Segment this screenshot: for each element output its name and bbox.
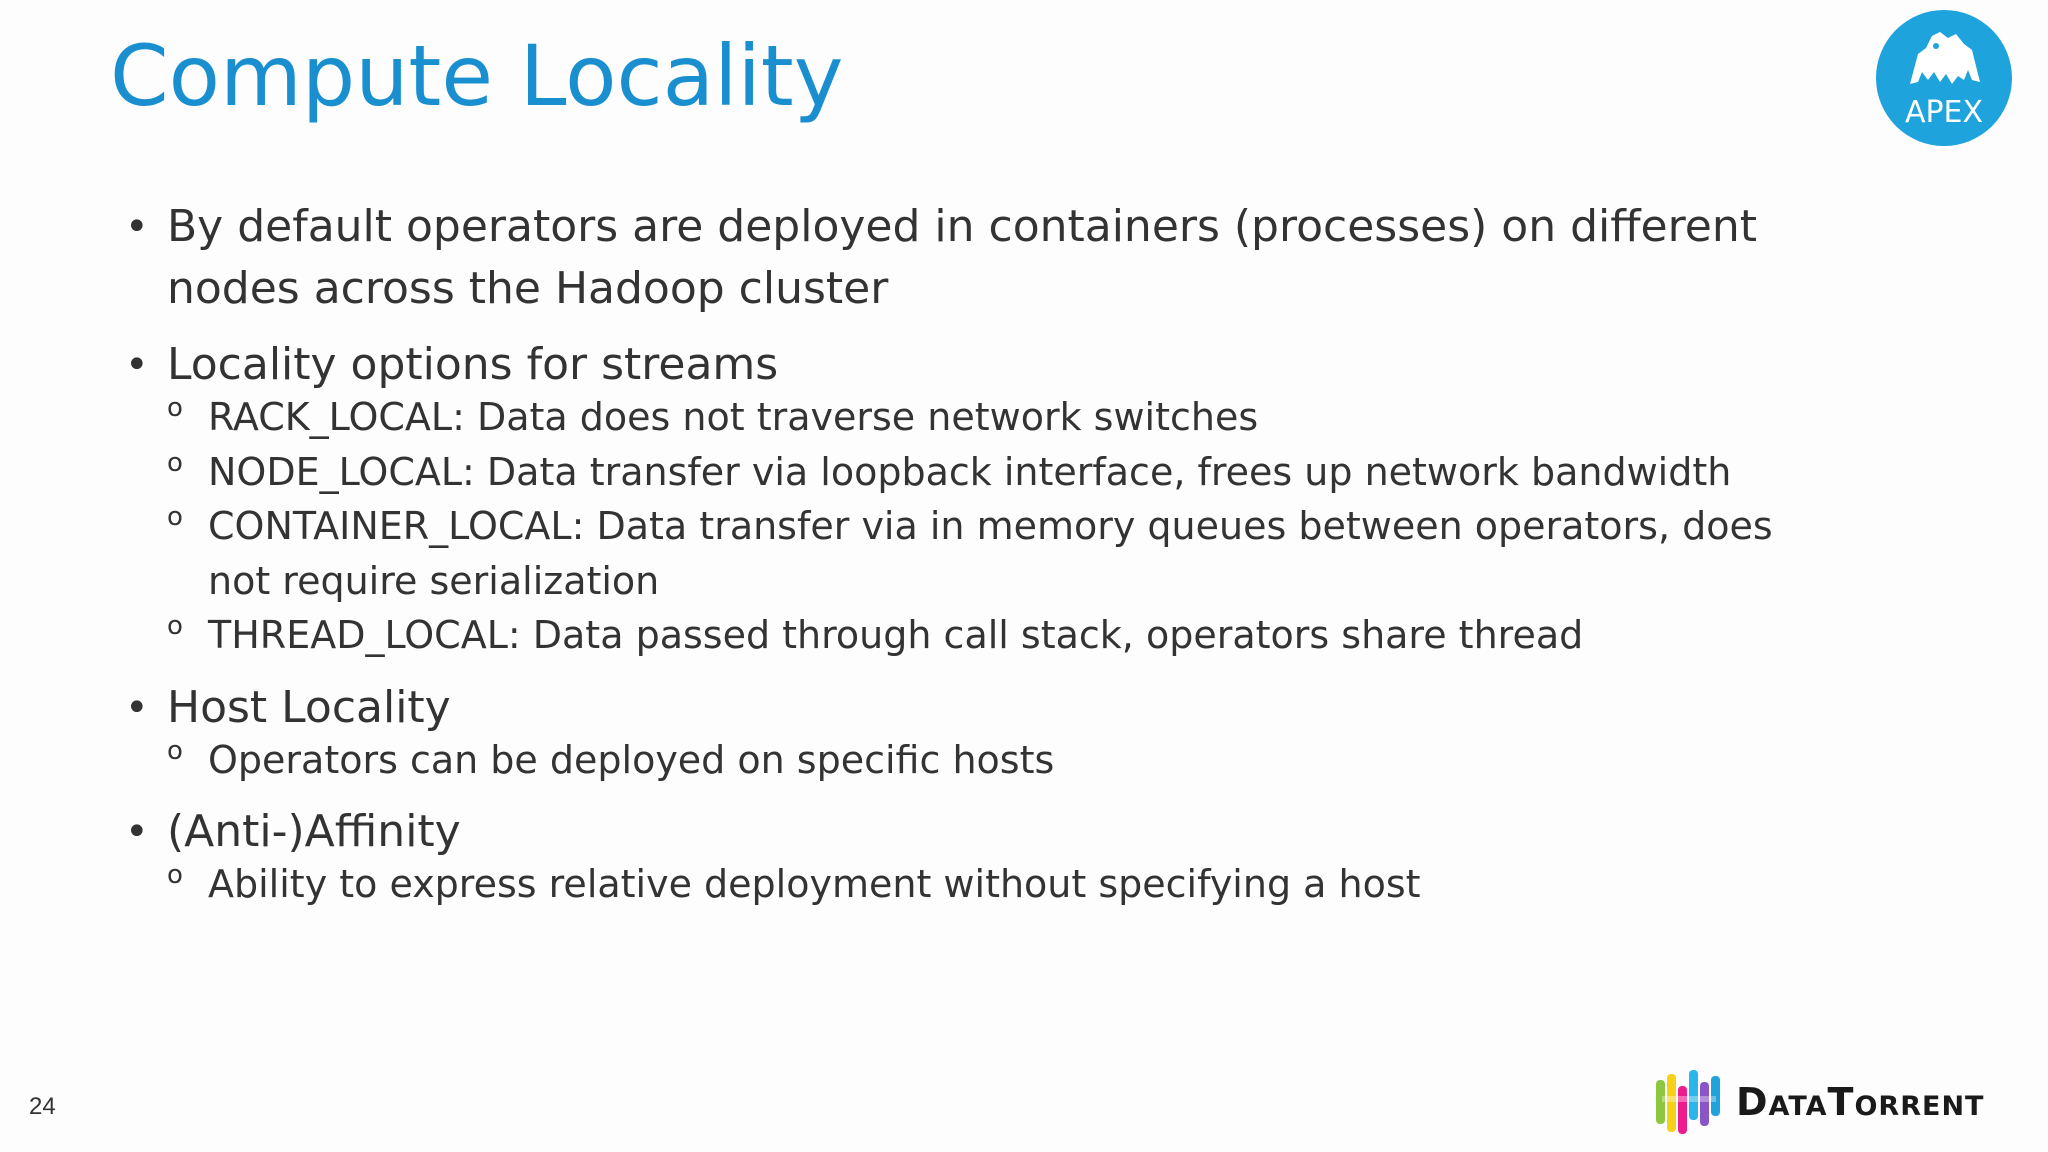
- bullet-item: • (Anti-)Affinity: [122, 801, 1782, 863]
- bullet-dot-icon: •: [125, 809, 149, 855]
- sub-list: o Operators can be deployed on specific …: [122, 733, 1782, 788]
- bullet-item: • Locality options for streams: [122, 334, 1782, 396]
- bullet-text: Locality options for streams: [167, 339, 779, 390]
- circle-bullet-icon: o: [167, 860, 183, 890]
- bullet-dot-icon: •: [125, 684, 149, 731]
- circle-bullet-icon: o: [167, 611, 183, 641]
- datatorrent-logo-text: DataTorrent: [1736, 1080, 1985, 1124]
- sub-list: o RACK_LOCAL: Data does not traverse net…: [122, 390, 1782, 663]
- page-number: 24: [29, 1093, 56, 1120]
- datatorrent-wordmark: DataTorrent: [1736, 1082, 1984, 1126]
- slide-content: • By default operators are deployed in c…: [122, 196, 1782, 926]
- apex-mountain-logo-icon: APEX: [1905, 32, 1983, 130]
- sub-list: o Ability to express relative deployment…: [122, 857, 1782, 912]
- bullet-text: (Anti-)Affinity: [167, 806, 461, 857]
- slide-title: Compute Locality: [110, 27, 844, 125]
- datatorrent-logo-icon: [1656, 1070, 1720, 1134]
- circle-bullet-icon: o: [167, 735, 183, 766]
- sub-item: o CONTAINER_LOCAL: Data transfer via in …: [122, 499, 1782, 608]
- apex-logo: APEX: [1876, 10, 2012, 146]
- sub-item-text: NODE_LOCAL: Data transfer via loopback i…: [208, 449, 1732, 494]
- bullet-text: By default operators are deployed in con…: [167, 201, 1757, 252]
- bullet-item: • Host Locality: [122, 677, 1782, 739]
- bullet-text-continued: nodes across the Hadoop cluster: [167, 263, 889, 314]
- apex-logo-text: APEX: [1905, 95, 1983, 130]
- sub-item: o THREAD_LOCAL: Data passed through call…: [122, 608, 1782, 663]
- bullet-text: Host Locality: [167, 681, 451, 733]
- sub-item-text: RACK_LOCAL: Data does not traverse netwo…: [208, 395, 1259, 439]
- sub-item: o Operators can be deployed on specific …: [122, 733, 1782, 788]
- sub-item-text-continued: not require serialization: [208, 558, 660, 603]
- sub-item: o NODE_LOCAL: Data transfer via loopback…: [122, 445, 1782, 500]
- sub-item: o RACK_LOCAL: Data does not traverse net…: [122, 390, 1782, 445]
- bullet-item: • By default operators are deployed in c…: [122, 196, 1782, 320]
- sub-item-text: Operators can be deployed on specific ho…: [208, 737, 1055, 782]
- sub-item: o Ability to express relative deployment…: [122, 857, 1782, 912]
- sub-item-text: THREAD_LOCAL: Data passed through call s…: [208, 613, 1584, 657]
- circle-bullet-icon: o: [167, 447, 183, 478]
- sub-item-text: Ability to express relative deployment w…: [208, 862, 1421, 906]
- bullet-dot-icon: •: [125, 342, 149, 388]
- sub-item-text: CONTAINER_LOCAL: Data transfer via in me…: [208, 504, 1773, 548]
- datatorrent-logo: DataTorrent: [1654, 1068, 2024, 1140]
- bullet-dot-icon: •: [125, 204, 149, 250]
- circle-bullet-icon: o: [167, 502, 183, 532]
- circle-bullet-icon: o: [167, 393, 183, 423]
